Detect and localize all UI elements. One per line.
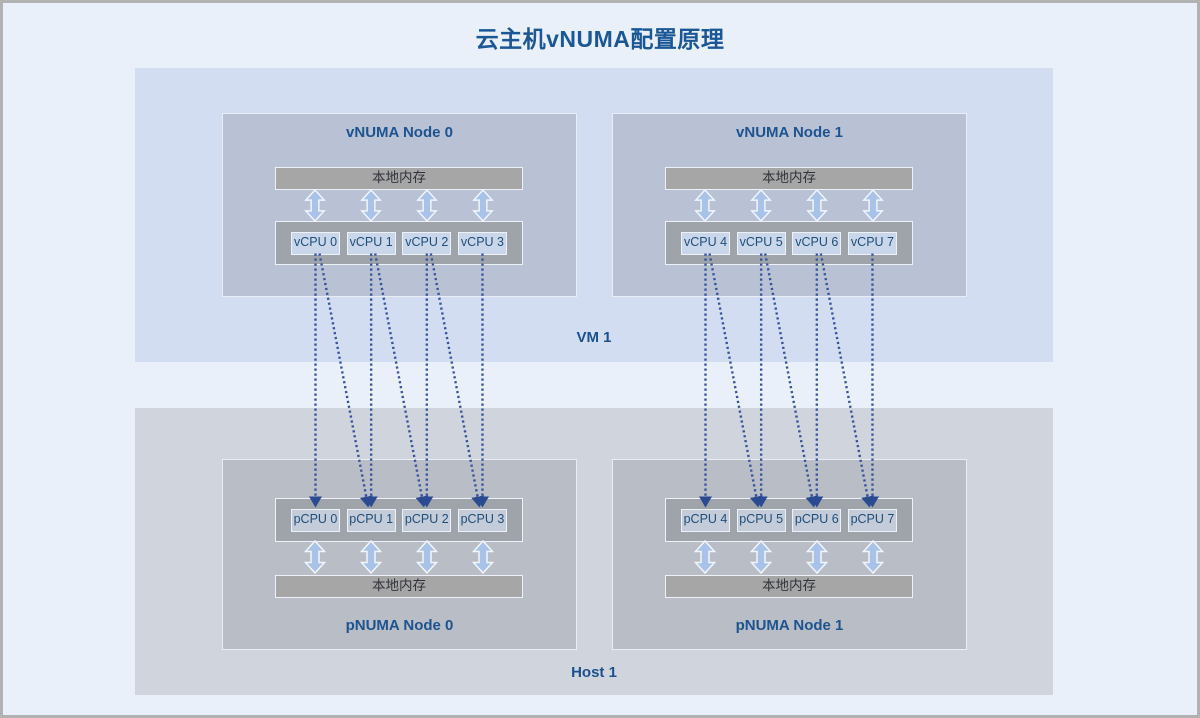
vcpu-2-box: vCPU 2	[402, 231, 452, 255]
memory-cpu-arrows	[275, 189, 523, 222]
double-arrow-icon	[749, 189, 772, 222]
double-arrow-icon	[303, 189, 326, 222]
vcpu-4-box: vCPU 4	[681, 231, 730, 255]
vcpu-container: vCPU 0 vCPU 1 vCPU 2 vCPU 3	[275, 221, 523, 265]
double-arrow-icon	[416, 540, 439, 574]
pnuma-node-1-title: pNUMA Node 1	[735, 617, 844, 634]
local-memory-bar: 本地内存	[275, 167, 523, 190]
diagram-title: 云主机vNUMA配置原理	[475, 26, 725, 52]
host-container: pCPU 0 pCPU 1 pCPU 2 pCPU 3 本地内存 pNUMA N…	[135, 408, 1053, 695]
host-label: Host 1	[571, 664, 617, 681]
vcpu-3-box: vCPU 3	[457, 231, 507, 255]
pcpu-container: pCPU 4 pCPU 5 pCPU 6 pCPU 7	[665, 498, 913, 542]
vnuma-node-1: vNUMA Node 1 本地内存 vCPU 4 vCPU 5 vCPU 6 v…	[612, 113, 967, 297]
pcpu-4-box: pCPU 4	[681, 508, 730, 532]
local-memory-bar: 本地内存	[275, 575, 523, 598]
local-memory-bar: 本地内存	[665, 575, 913, 598]
vm-container: vNUMA Node 0 本地内存 vCPU 0 vCPU 1 vCPU 2 v…	[135, 68, 1053, 362]
double-arrow-icon	[303, 540, 326, 574]
double-arrow-icon	[862, 189, 885, 222]
double-arrow-icon	[693, 540, 716, 574]
vcpu-1-box: vCPU 1	[346, 231, 396, 255]
cpu-memory-arrows	[665, 540, 913, 574]
double-arrow-icon	[359, 540, 382, 574]
double-arrow-icon	[806, 189, 829, 222]
pcpu-6-box: pCPU 6	[792, 508, 842, 532]
double-arrow-icon	[472, 540, 495, 574]
pcpu-7-box: pCPU 7	[847, 508, 897, 532]
pcpu-0-box: pCPU 0	[291, 508, 340, 532]
local-memory-bar: 本地内存	[665, 167, 913, 190]
pcpu-1-box: pCPU 1	[346, 508, 396, 532]
double-arrow-icon	[862, 540, 885, 574]
pnuma-node-0-title: pNUMA Node 0	[345, 617, 454, 634]
vcpu-6-box: vCPU 6	[792, 231, 842, 255]
vnuma-node-0-title: vNUMA Node 0	[346, 124, 453, 141]
pcpu-3-box: pCPU 3	[457, 508, 507, 532]
cpu-memory-arrows	[275, 540, 523, 574]
double-arrow-icon	[416, 189, 439, 222]
vnuma-node-1-title: vNUMA Node 1	[736, 124, 843, 141]
double-arrow-icon	[806, 540, 829, 574]
pcpu-container: pCPU 0 pCPU 1 pCPU 2 pCPU 3	[275, 498, 523, 542]
vcpu-7-box: vCPU 7	[847, 231, 897, 255]
pcpu-5-box: pCPU 5	[736, 508, 786, 532]
double-arrow-icon	[693, 189, 716, 222]
double-arrow-icon	[472, 189, 495, 222]
double-arrow-icon	[359, 189, 382, 222]
vcpu-0-box: vCPU 0	[291, 231, 340, 255]
pnuma-node-1: pCPU 4 pCPU 5 pCPU 6 pCPU 7 本地内存 pNUMA N…	[612, 459, 967, 650]
vnuma-node-0: vNUMA Node 0 本地内存 vCPU 0 vCPU 1 vCPU 2 v…	[222, 113, 577, 297]
vm-label: VM 1	[576, 329, 612, 346]
double-arrow-icon	[749, 540, 772, 574]
pcpu-2-box: pCPU 2	[402, 508, 452, 532]
pnuma-node-0: pCPU 0 pCPU 1 pCPU 2 pCPU 3 本地内存 pNUMA N…	[222, 459, 577, 650]
memory-cpu-arrows	[665, 189, 913, 222]
vcpu-container: vCPU 4 vCPU 5 vCPU 6 vCPU 7	[665, 221, 913, 265]
vcpu-5-box: vCPU 5	[736, 231, 786, 255]
